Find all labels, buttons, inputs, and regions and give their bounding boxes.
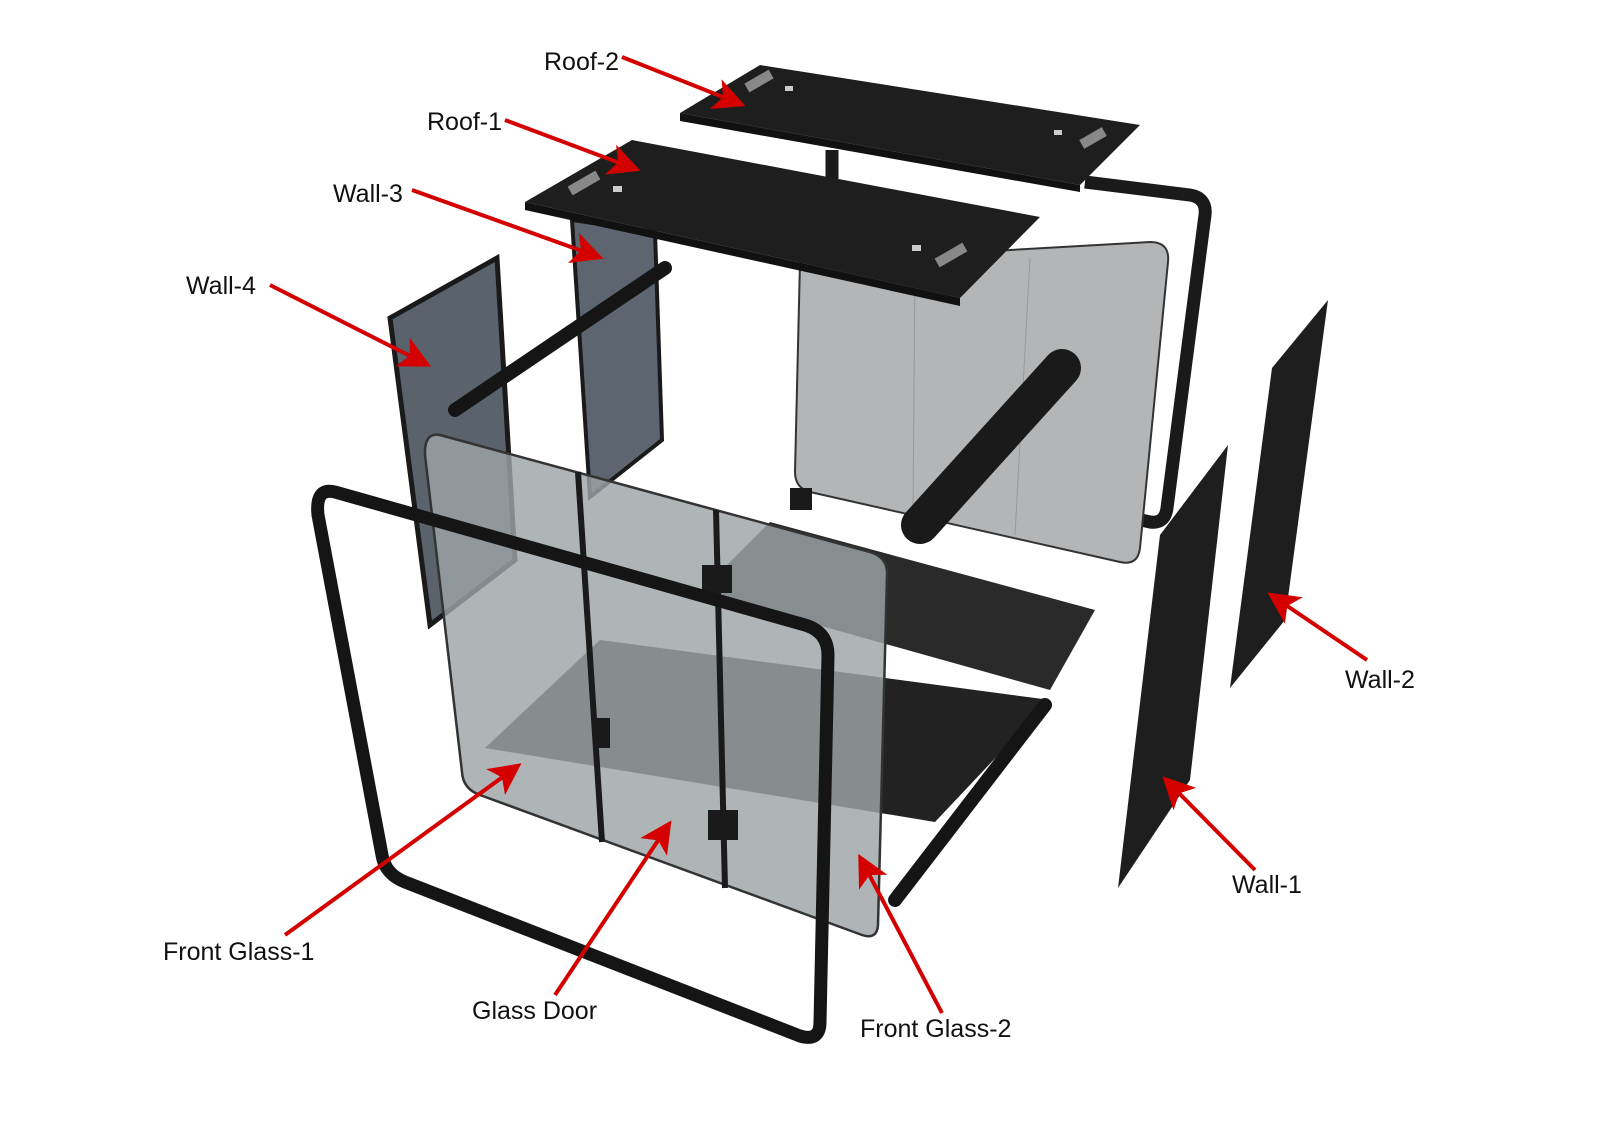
door-edge-left [575, 471, 605, 843]
label-wall-3: Wall-3 [333, 180, 403, 208]
arrow-wall-2 [1267, 592, 1369, 662]
support-rod [901, 349, 1081, 544]
connector-bracket [790, 488, 812, 510]
wall-3-panel [569, 217, 665, 501]
wall-1-panel [1118, 445, 1228, 888]
roof-2-panel [680, 65, 1140, 192]
door-latch [596, 718, 610, 748]
glass-seam [912, 264, 916, 511]
arrow-wall-1 [1162, 776, 1257, 872]
wall-2-panel [1230, 300, 1328, 688]
floor-edge [888, 698, 1052, 907]
label-front-glass-1: Front Glass-1 [163, 938, 314, 966]
arrow-wall-4 [269, 283, 432, 367]
arrow-front-glass-2 [858, 853, 944, 1014]
roof-1-panel [525, 140, 1040, 306]
arrow-front-glass-1 [283, 763, 522, 937]
label-wall-1: Wall-1 [1232, 871, 1302, 899]
label-wall-4: Wall-4 [186, 272, 256, 300]
label-roof-2: Roof-2 [544, 48, 619, 76]
label-roof-1: Roof-1 [427, 108, 502, 136]
label-front-glass-2: Front Glass-2 [860, 1015, 1011, 1043]
cross-bar [448, 261, 672, 417]
back-glass-panel [793, 240, 1170, 564]
front-glass-panel [423, 433, 889, 938]
arrow-roof-2 [621, 55, 746, 110]
door-handle [708, 810, 738, 840]
arrow-wall-3 [411, 188, 604, 263]
door-hinge [702, 565, 732, 593]
arrow-roof-1 [504, 118, 641, 175]
label-glass-door: Glass Door [472, 997, 597, 1025]
front-frame [311, 484, 835, 1044]
label-wall-2: Wall-2 [1345, 666, 1415, 694]
arrow-glass-door [553, 820, 672, 997]
